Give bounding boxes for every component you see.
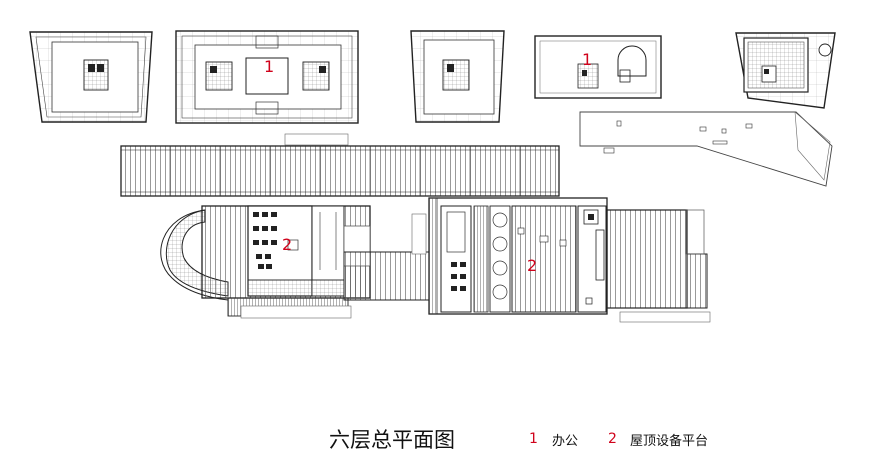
roof-slab-outline [579,111,833,187]
legend-label-office: 办公 [552,433,579,449]
plan-label-equipment-2: 2 [527,256,537,275]
long-roof-slab [120,133,560,197]
plan-label-equipment-1: 2 [282,235,292,254]
legend-number-2: 2 [608,431,617,447]
plan-label-office-2: 1 [582,50,592,69]
tower-plan-1 [29,31,153,123]
left-podium-roof [201,205,371,317]
tower-plan-3 [410,30,505,123]
tower-plan-4 [534,35,662,99]
connector-roof [343,213,433,301]
central-equipment-roof [428,197,608,315]
legend-number-1: 1 [529,431,538,447]
drawing-title: 六层总平面图 [329,428,455,452]
tower-plan-5 [735,32,836,109]
legend-label-roof-equipment: 屋顶设备平台 [630,433,709,449]
right-podium-roof [240,209,711,323]
tower-plan-2 [175,30,359,124]
plan-label-office-1: 1 [264,57,274,76]
